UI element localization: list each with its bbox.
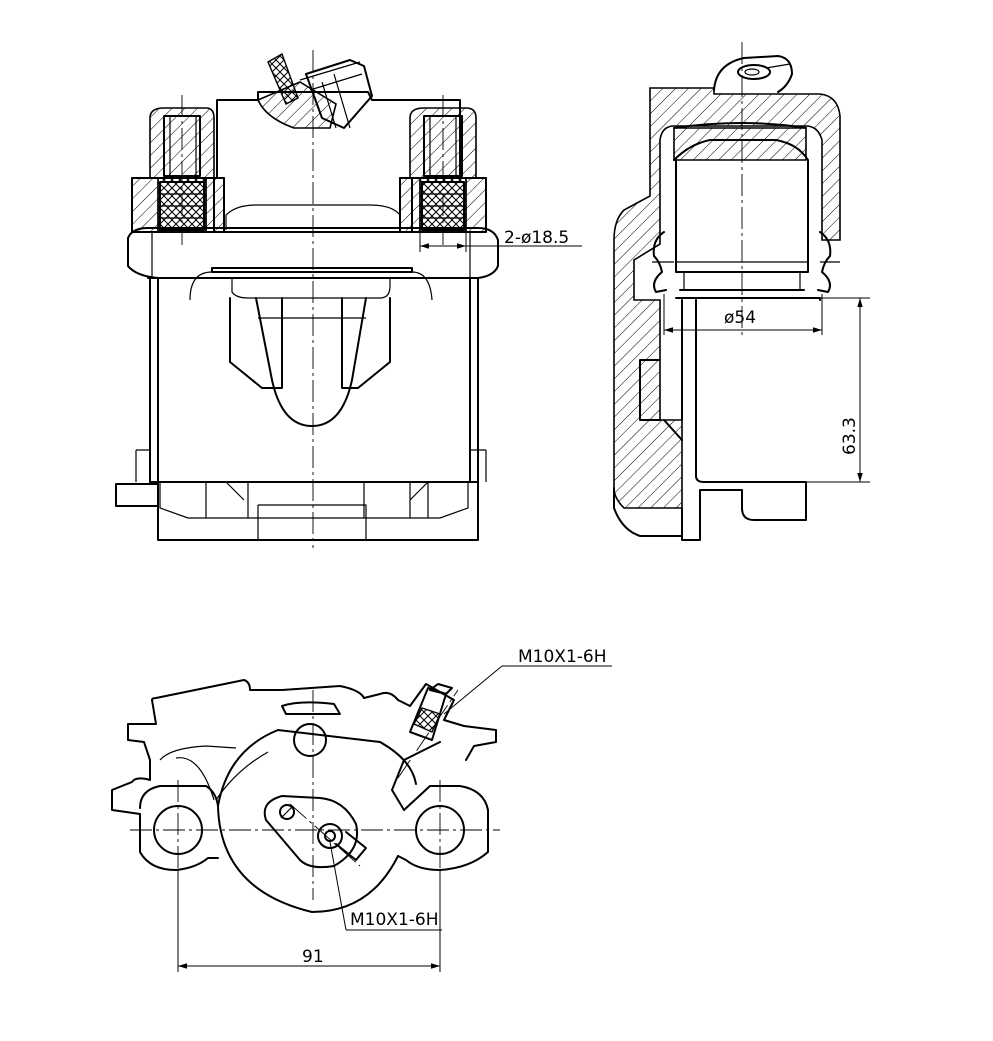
- dimension-63-3: 63.3: [840, 417, 860, 455]
- dimension-2-dia-18-5: 2-ø18.5: [504, 228, 569, 248]
- thread-label-bottom: M10X1-6H: [350, 910, 439, 930]
- thread-label-top: M10X1-6H: [518, 647, 607, 667]
- dimension-dia-54: ø54: [724, 308, 756, 328]
- side-view: ø54 63.3: [613, 42, 870, 541]
- front-view: 2-ø18.5: [115, 50, 582, 548]
- bottom-view: M10X1-6H M10X1-6H 91: [111, 647, 612, 972]
- dimension-91: 91: [302, 947, 324, 967]
